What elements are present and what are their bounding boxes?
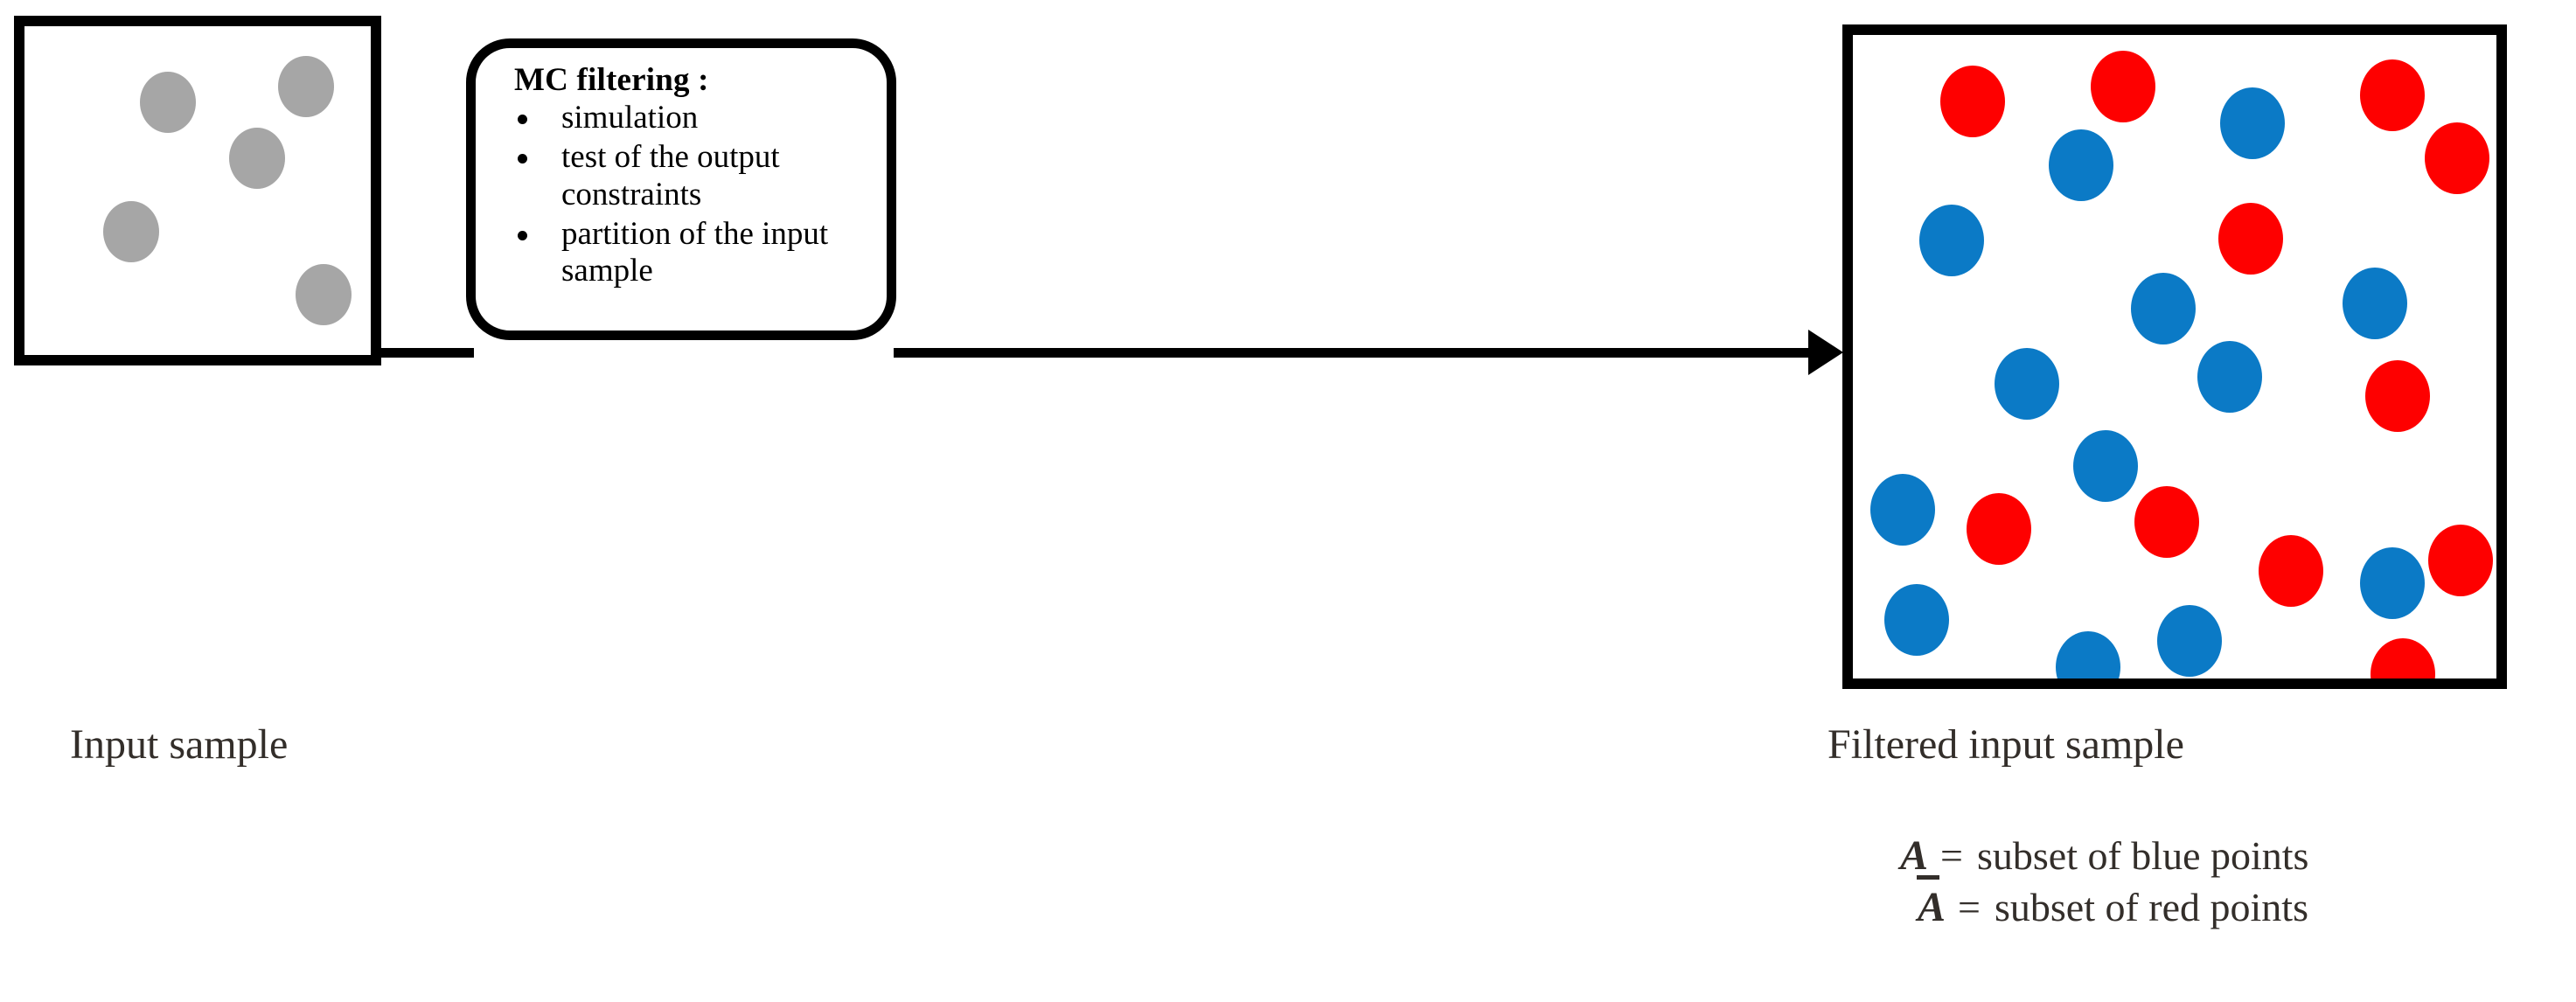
sample-point-blue: [1870, 474, 1935, 546]
sample-point-red: [2371, 638, 2435, 678]
input-sample-caption: Input sample: [70, 721, 289, 768]
sample-point-gray: [140, 72, 196, 133]
sample-point-blue: [2360, 547, 2425, 619]
connector-input-to-process: [376, 348, 474, 358]
bullet-icon: [518, 115, 527, 125]
sample-point-gray: [229, 128, 285, 189]
sample-point-red: [2218, 203, 2283, 275]
legend-symbol-a-complement: A: [1916, 874, 1946, 934]
sample-point-blue: [2343, 268, 2407, 339]
sample-point-gray: [103, 201, 159, 262]
sample-point-blue: [2131, 273, 2196, 344]
legend-text-red: subset of red points: [1994, 884, 2308, 929]
filtered-sample-caption: Filtered input sample: [1828, 721, 2184, 768]
legend-equals: =: [1958, 884, 1981, 929]
mc-filtering-step-label: test of the output constraints: [561, 138, 780, 212]
filtered-sample-box: [1842, 24, 2507, 689]
sample-point-blue: [2073, 430, 2138, 502]
connector-process-to-output: [894, 348, 1812, 358]
mc-filtering-box: MC filtering : simulation test of the ou…: [466, 38, 896, 340]
sample-point-red: [2425, 122, 2489, 194]
bullet-icon: [518, 230, 527, 240]
sample-point-red: [2259, 535, 2323, 607]
sample-point-blue: [1884, 584, 1949, 656]
mc-filtering-title: MC filtering :: [514, 62, 709, 98]
bullet-icon: [518, 154, 527, 164]
sample-point-red: [2428, 525, 2493, 596]
arrow-head-icon: [1808, 330, 1843, 375]
legend-row-blue: A = subset of blue points: [1797, 831, 2575, 882]
input-sample-box: [14, 16, 381, 365]
sample-point-blue: [2056, 631, 2120, 678]
sample-point-blue: [2197, 341, 2262, 413]
sample-point-blue: [2157, 605, 2222, 677]
legend-text-blue: subset of blue points: [1976, 833, 2309, 878]
legend-equals: =: [1940, 833, 1963, 878]
sample-point-red: [1967, 493, 2031, 565]
sample-point-gray: [372, 86, 381, 147]
mc-filtering-step: simulation: [502, 100, 869, 137]
sample-point-red: [2091, 51, 2155, 122]
mc-filtering-step-label: simulation: [561, 99, 699, 136]
sample-point-red: [2365, 360, 2430, 432]
mc-filtering-step-label: partition of the input sample: [561, 215, 829, 289]
legend-row-red: A = subset of red points: [1797, 874, 2575, 934]
sample-point-blue: [2220, 87, 2285, 159]
sample-point-blue: [2049, 129, 2113, 201]
sample-point-gray: [296, 264, 352, 325]
sample-point-gray: [278, 56, 334, 117]
mc-filtering-steps: simulation test of the output constraint…: [502, 100, 869, 291]
legend: A = subset of blue points A = subset of …: [1797, 831, 2575, 933]
sample-point-red: [2360, 59, 2425, 131]
mc-filtering-step: test of the output constraints: [502, 139, 869, 214]
mc-filtering-step: partition of the input sample: [502, 216, 869, 291]
sample-point-blue: [1919, 205, 1984, 276]
sample-point-blue: [1995, 348, 2059, 420]
legend-symbol-a: A: [1900, 832, 1929, 879]
sample-point-red: [1940, 66, 2005, 137]
sample-point-red: [2134, 486, 2199, 558]
